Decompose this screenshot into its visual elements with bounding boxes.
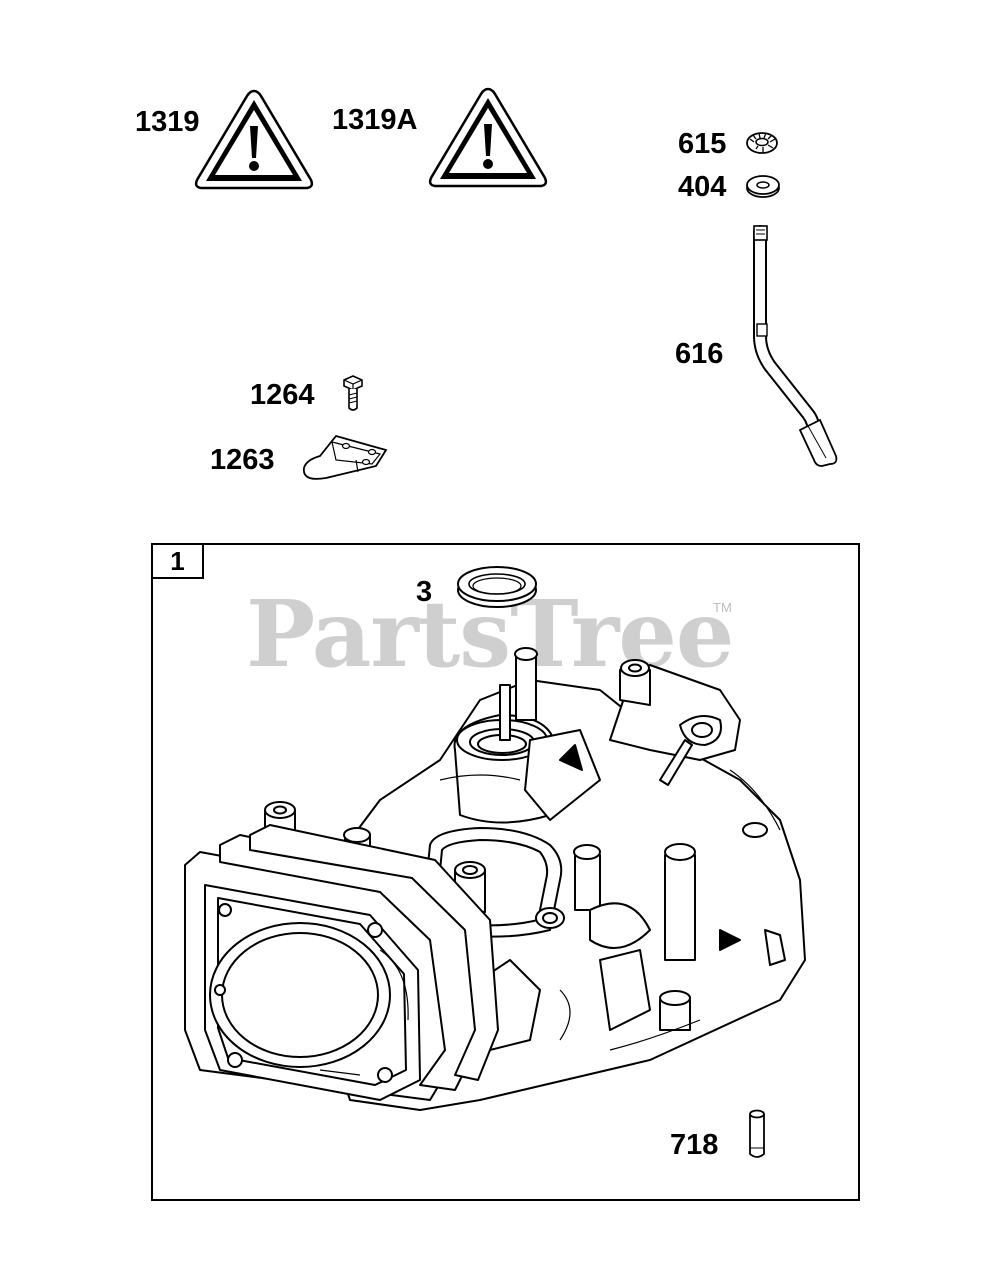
callout-616[interactable]: 616 xyxy=(675,338,724,370)
screw-icon[interactable] xyxy=(340,374,366,414)
oil-seal-icon[interactable] xyxy=(454,562,540,610)
assembly-number-tag: 1 xyxy=(151,543,204,579)
callout-1263[interactable]: 1263 xyxy=(210,444,275,476)
assembly-frame xyxy=(151,543,860,1201)
engine-cylinder-block-icon[interactable] xyxy=(180,630,820,1130)
callout-718[interactable]: 718 xyxy=(670,1129,719,1161)
callout-404[interactable]: 404 xyxy=(678,171,727,203)
trademark-mark: TM xyxy=(713,600,732,615)
callout-615[interactable]: 615 xyxy=(678,128,727,160)
callout-3[interactable]: 3 xyxy=(416,576,433,608)
dowel-pin-icon[interactable] xyxy=(744,1106,770,1162)
dipstick-tube-icon[interactable] xyxy=(748,224,844,469)
plate-icon[interactable] xyxy=(296,432,392,482)
lock-washer-icon[interactable] xyxy=(744,127,780,157)
flat-washer-icon[interactable] xyxy=(744,172,782,202)
warning-triangle-icon[interactable] xyxy=(192,88,316,192)
warning-triangle-icon[interactable] xyxy=(426,86,550,190)
callout-1319[interactable]: 1319 xyxy=(135,106,200,138)
callout-1319a[interactable]: 1319A xyxy=(332,104,418,136)
callout-1264[interactable]: 1264 xyxy=(250,379,315,411)
